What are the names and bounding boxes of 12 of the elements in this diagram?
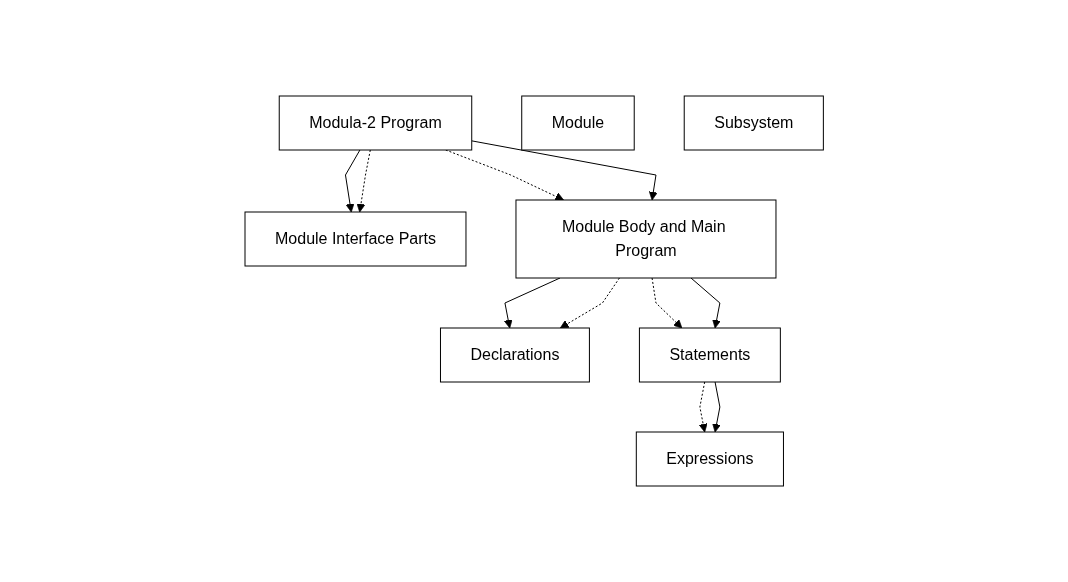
arrow: [690, 277, 721, 329]
node-box: Module Body and Main Program: [515, 199, 777, 279]
node-box: Module Interface Parts: [244, 211, 467, 267]
arrow: [712, 381, 721, 433]
node-box: Statements: [638, 327, 781, 383]
arrow: [471, 140, 658, 201]
node-box: Declarations: [439, 327, 590, 383]
node-box: Module: [521, 95, 635, 151]
node-box: Expressions: [635, 431, 784, 487]
node-box: Subsystem: [683, 95, 824, 151]
arrow: [344, 149, 361, 213]
node-box: Modula-2 Program: [278, 95, 473, 151]
